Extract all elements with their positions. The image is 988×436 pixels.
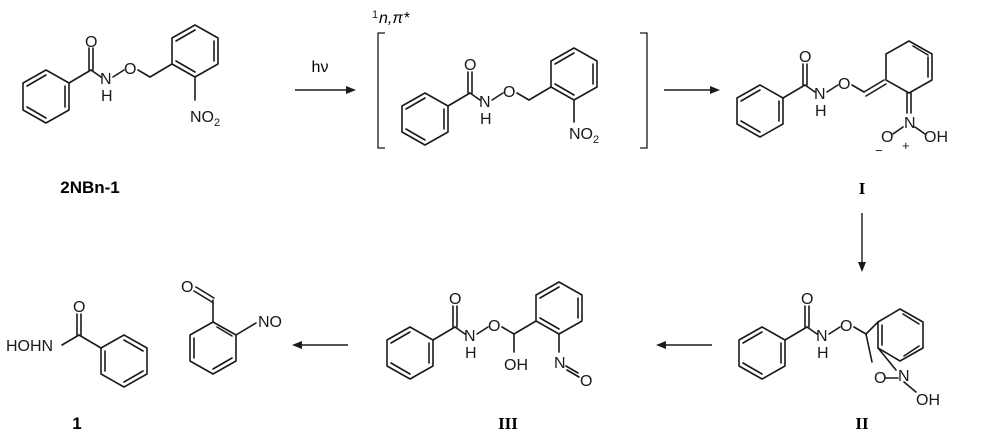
atom-o-nitroso: O bbox=[580, 373, 592, 390]
nitro-group-label: NO bbox=[190, 109, 214, 126]
compound-label-ii: II bbox=[855, 414, 869, 433]
compound-label-1: 1 bbox=[72, 414, 81, 433]
atom-h: H bbox=[480, 111, 492, 128]
charge-minus: − bbox=[875, 143, 883, 158]
atom-o-aldehyde: O bbox=[181, 279, 193, 296]
atom-h: H bbox=[815, 103, 827, 120]
atom-o-anion: O bbox=[881, 129, 893, 146]
molecule-intermediate-ii bbox=[738, 305, 924, 393]
atom-n-ring: N bbox=[898, 368, 910, 385]
atom-n: N bbox=[479, 94, 491, 111]
molecule-2nbn-1 bbox=[22, 24, 219, 124]
molecule-product-1 bbox=[61, 313, 148, 388]
atom-h: H bbox=[101, 88, 113, 105]
molecule-intermediate-i bbox=[736, 40, 933, 138]
atom-n: N bbox=[464, 328, 476, 345]
atom-o-carbonyl: O bbox=[464, 57, 476, 74]
atom-o-ether: O bbox=[840, 318, 852, 335]
nitroso-group-label: NO bbox=[258, 314, 282, 331]
atom-o-carbonyl: O bbox=[449, 291, 461, 308]
atom-o-ether: O bbox=[503, 84, 515, 101]
molecule-excited-state bbox=[401, 47, 598, 146]
atom-oh: OH bbox=[916, 392, 940, 409]
compound-label-iii: III bbox=[498, 414, 518, 433]
atom-n: N bbox=[100, 71, 112, 88]
nitro-group-label: NO bbox=[569, 126, 593, 143]
compound-label-i: I bbox=[859, 179, 866, 198]
condition-hv: hν bbox=[312, 59, 329, 76]
atom-n: N bbox=[816, 328, 828, 345]
atom-o-carbonyl: O bbox=[799, 49, 811, 66]
atom-o-carbonyl: O bbox=[801, 291, 813, 308]
charge-plus: + bbox=[902, 138, 910, 153]
atom-h: H bbox=[817, 345, 829, 362]
compound-label-2nbn-1: 2NBn-1 bbox=[60, 178, 120, 197]
atom-o-ring: O bbox=[874, 370, 886, 387]
atom-h: H bbox=[465, 345, 477, 362]
excited-state-superscript: 1 bbox=[372, 9, 378, 21]
atom-hohn: HOHN bbox=[6, 338, 53, 355]
molecule-intermediate-iii bbox=[386, 281, 583, 380]
atom-o-carbonyl: O bbox=[85, 34, 97, 51]
atom-n-nitroso: N bbox=[554, 355, 566, 372]
nitro-subscript: 2 bbox=[593, 134, 599, 146]
atom-o-ether: O bbox=[838, 76, 850, 93]
atom-n: N bbox=[814, 86, 826, 103]
atom-o-carbonyl: O bbox=[73, 299, 85, 316]
atom-o-ether: O bbox=[488, 318, 500, 335]
excited-state-label: n,π* bbox=[379, 10, 410, 27]
atom-n-aci: N bbox=[904, 115, 916, 132]
nitro-subscript: 2 bbox=[214, 117, 220, 129]
atom-o-ether: O bbox=[124, 61, 136, 78]
excited-state-bracket bbox=[377, 32, 648, 149]
atom-oh: OH bbox=[504, 357, 528, 374]
atom-oh: OH bbox=[924, 129, 948, 146]
molecule-nitrosobenzaldehyde bbox=[189, 286, 257, 375]
